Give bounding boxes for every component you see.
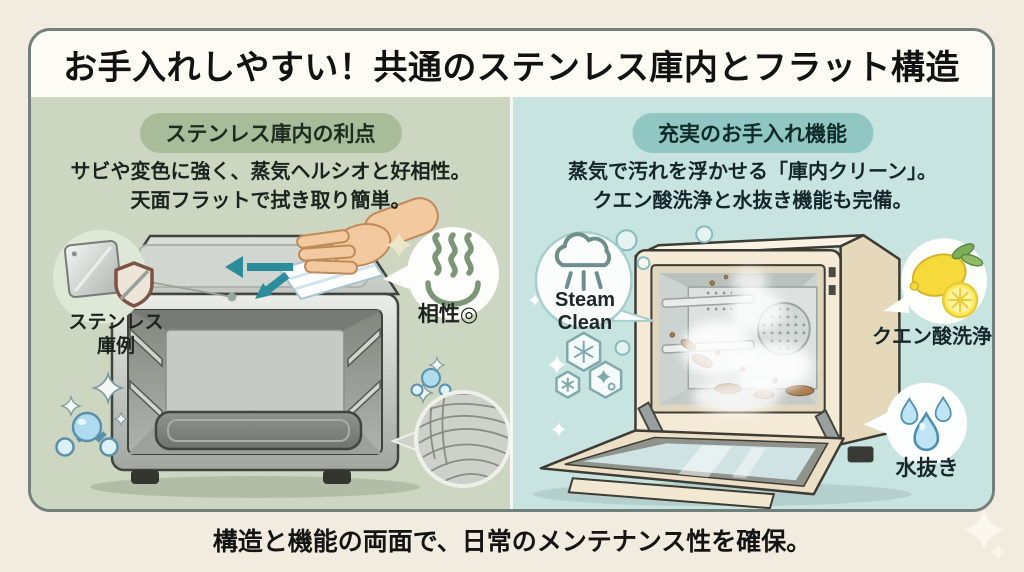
right-panel-badge: 充実のお手入れ機能 <box>632 113 873 153</box>
steam-cloud-icon <box>554 232 612 292</box>
panels: ステンレス庫内の利点 サビや変色に強く、蒸気ヘルシオと好相性。 天面フラットで拭… <box>31 97 992 509</box>
hot-spring-icon <box>425 232 481 307</box>
left-desc-line2: 天面フラットで拭き取り簡単。 <box>130 190 411 212</box>
citric-acid-label: クエン酸洗浄 <box>872 326 992 348</box>
water-molecule-icon-small <box>410 368 452 397</box>
steam-clean-label: Steam Clean <box>554 289 616 334</box>
steam-clean-oven-illustration <box>528 225 988 509</box>
steam-clean-bubble <box>534 231 654 330</box>
steam-puffs <box>681 269 812 414</box>
footer-caption: 構造と機能の両面で、日常のメンテナンス性を確保。 <box>212 528 812 556</box>
drain-callout <box>863 382 968 465</box>
panel-stainless: ステンレス庫内の利点 サビや変色に強く、蒸気ヘルシオと好相性。 天面フラットで拭… <box>31 97 513 509</box>
title-bar: お手入れしやすい！共通のステンレス庫内とフラット構造 <box>31 31 992 97</box>
stainless-plate-icon <box>64 240 122 298</box>
stainless-callout <box>53 230 237 324</box>
open-door <box>539 429 845 509</box>
lemon-icon <box>909 243 984 319</box>
main-card: お手入れしやすい！共通のステンレス庫内とフラット構造 <box>28 28 995 512</box>
hand-wiping-cloth <box>277 197 439 301</box>
right-panel-description: 蒸気で汚れを浮かせる「庫内クリーン」。 クエン酸洗浄と水抜き機能も完備。 <box>513 158 992 216</box>
compatibility-label: 相性◎ <box>417 303 479 326</box>
water-molecule-icon <box>55 411 119 457</box>
right-desc-line2: クエン酸洗浄と水抜き機能も完備。 <box>592 190 913 212</box>
left-desc-line1: サビや変色に強く、蒸気ヘルシオと好相性。 <box>70 161 471 183</box>
wipe-arrows-icon <box>225 256 293 299</box>
stainless-callout-label: ステンレス 庫例 <box>68 312 164 357</box>
water-drain-label: 水抜き <box>895 457 959 480</box>
metal-texture-icon <box>390 390 510 488</box>
right-desc-line1: 蒸気で汚れを浮かせる「庫内クリーン」。 <box>568 161 937 183</box>
citric-callout <box>883 238 988 324</box>
snowflake-icon <box>555 331 623 399</box>
stainless-oven-illustration <box>53 197 510 498</box>
shield-icon <box>114 261 154 308</box>
panel-cleaning: 充実のお手入れ機能 蒸気で汚れを浮かせる「庫内クリーン」。 クエン酸洗浄と水抜き… <box>513 97 992 509</box>
sparkle-icon <box>964 510 1005 559</box>
page-title: お手入れしやすい！共通のステンレス庫内とフラット構造 <box>63 48 960 87</box>
water-drops-icon <box>900 396 952 452</box>
left-panel-description: サビや変色に強く、蒸気ヘルシオと好相性。 天面フラットで拭き取り簡単。 <box>31 158 510 216</box>
cream-oven <box>539 234 901 509</box>
left-panel-badge: ステンレス庫内の利点 <box>139 113 402 153</box>
compatibility-callout <box>383 227 499 319</box>
